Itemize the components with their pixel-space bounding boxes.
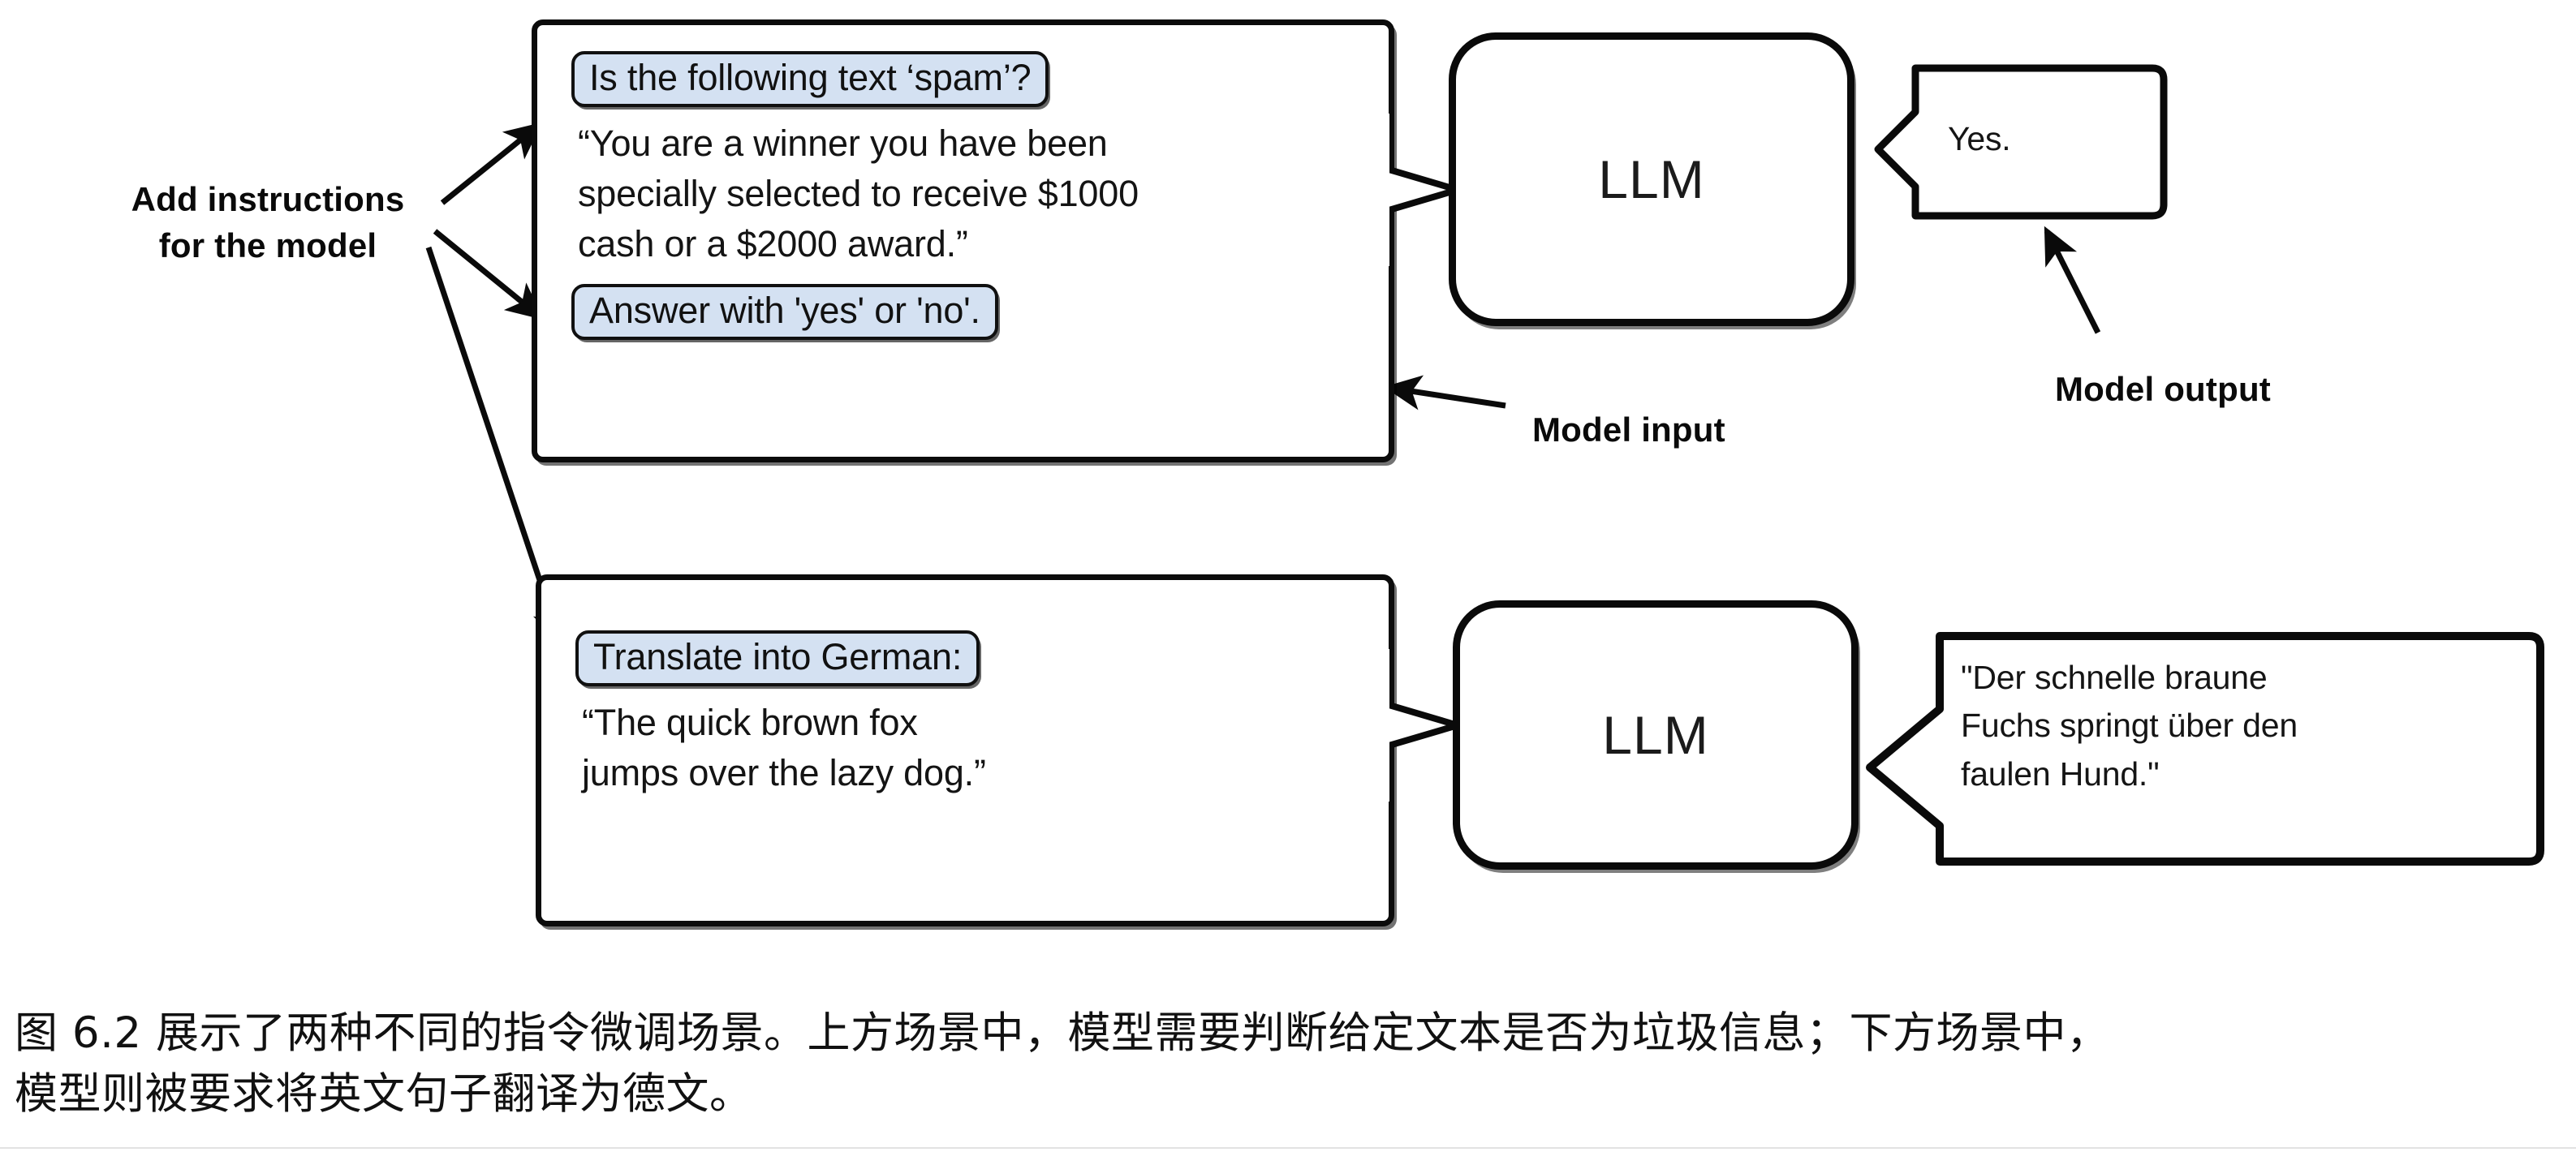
arrow-to-answer-instruction xyxy=(433,229,545,320)
caption-line-1: 图 6.2 展示了两种不同的指令微调场景。上方场景中，模型需要判断给定文本是否为… xyxy=(15,1008,2110,1058)
prompt-body-german: “The quick brown fox jumps over the lazy… xyxy=(582,702,986,794)
label-add-instructions: Add instructions for the model xyxy=(131,180,405,264)
arrow-to-translate-instruction xyxy=(425,246,567,647)
output-text-german: "Der schnelle braune Fuchs springt über … xyxy=(1961,659,2298,793)
bottom-divider xyxy=(0,1147,2576,1149)
prompt-content-spam: Is the following text ‘spam’? “You are a… xyxy=(571,51,1356,341)
prompt-content-german: Translate into German: “The quick brown … xyxy=(575,630,1356,798)
label-model-output: Model output xyxy=(2055,370,2271,408)
instruction-pill-translate: Translate into German: xyxy=(575,630,980,686)
label-model-input: Model input xyxy=(1532,411,1725,449)
output-text-yes: Yes. xyxy=(1948,120,2011,157)
arrow-model-output xyxy=(2044,226,2101,334)
llm-label-german: LLM xyxy=(1602,705,1709,765)
prompt-box-spam: Is the following text ‘spam’? “You are a… xyxy=(532,19,1394,462)
instruction-pill-spam: Is the following text ‘spam’? xyxy=(571,51,1049,107)
arrow-model-input xyxy=(1384,375,1506,411)
prompt-body-spam: “You are a winner you have been speciall… xyxy=(578,123,1139,265)
llm-label-spam: LLM xyxy=(1598,149,1705,209)
caption-line-2: 模型则被要求将英文句子翻译为德文。 xyxy=(15,1069,753,1120)
arrow-to-spam-instruction xyxy=(440,122,543,205)
llm-box-german: LLM xyxy=(1453,600,1859,870)
instruction-pill-answer-format: Answer with 'yes' or 'no'. xyxy=(571,284,998,341)
prompt-box-german: Translate into German: “The quick brown … xyxy=(536,574,1394,926)
llm-box-spam: LLM xyxy=(1449,32,1854,326)
figure-caption: 图 6.2 展示了两种不同的指令微调场景。上方场景中，模型需要判断给定文本是否为… xyxy=(15,1003,2563,1125)
